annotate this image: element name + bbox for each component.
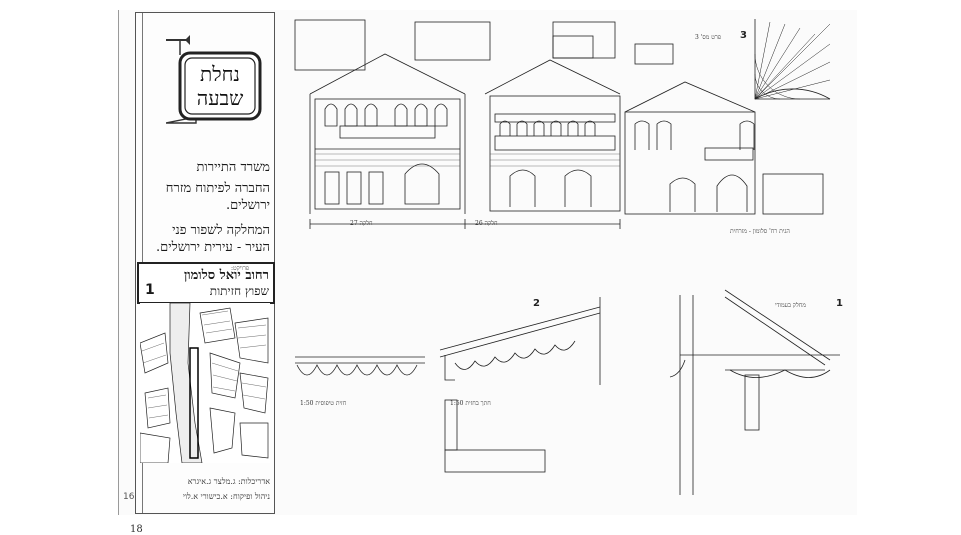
detail-1-number: 1 — [836, 298, 843, 309]
section-a-label: חזית טיפוסית 1:50 — [300, 400, 347, 407]
hanging-sign: נחלת שבעה — [166, 35, 262, 124]
detail-3-number: 3 — [740, 30, 747, 41]
label-lot-mid: חלקה 26 — [475, 220, 498, 227]
project-box: פרויקט: רחוב יואל סלומון 1 שפוץ חזיתות — [137, 262, 275, 304]
project-number: 1 — [145, 282, 155, 298]
sign-line-2: שבעה — [197, 86, 244, 110]
corner-mark: 16 — [123, 492, 135, 502]
sign-line-1: נחלת — [200, 62, 240, 86]
credit-architects: אדריכלות: ג.מלצר ג.איגרא — [187, 477, 270, 486]
project-subtitle: שפוץ חזיתות — [209, 284, 269, 298]
credit-management: ניהול ופיקוח: א.כישורי א.לוי — [182, 492, 270, 501]
detail-sections — [295, 289, 840, 495]
ministry-text: משרד התיירות — [196, 160, 270, 175]
detail-3-title: פרט מס' 3 — [695, 34, 721, 41]
facade-elevation — [294, 19, 831, 229]
site-map — [140, 303, 270, 463]
label-street: הגית רח' סלומון - מזרחית — [730, 228, 790, 235]
project-label: פרויקט: — [231, 265, 250, 272]
detail-1-title: מחלק בעמודי — [775, 302, 806, 309]
page-number: 18 — [130, 524, 143, 535]
project-title: רחוב יואל סלומון — [183, 268, 269, 283]
company-text: החברה לפיתוח מזרח ירושלים. — [165, 181, 270, 213]
label-lot-left: חלקה 27 — [350, 220, 373, 227]
detail-2-number: 2 — [533, 298, 540, 309]
section-b-label: חתך בחזית 1:50 — [450, 400, 491, 407]
department-text: המחלקה לשפור פני העיר - עירית ירושלים. — [156, 223, 270, 255]
